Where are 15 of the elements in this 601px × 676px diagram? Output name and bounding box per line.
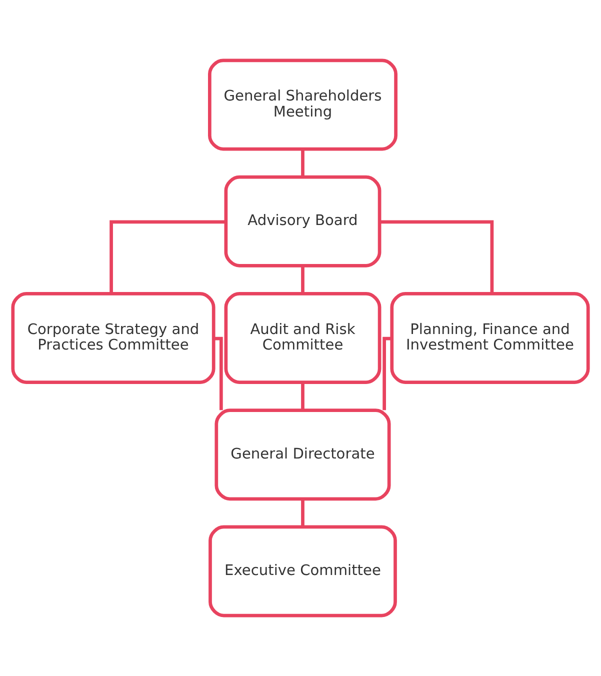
node-box: Audit and Risk Committee bbox=[224, 292, 382, 384]
connector bbox=[380, 220, 494, 294]
node-box: Planning, Finance and Investment Committee bbox=[390, 292, 590, 384]
connector bbox=[301, 149, 304, 178]
node-box: Executive Committee bbox=[208, 525, 397, 618]
node-box: General Directorate bbox=[214, 408, 391, 501]
connector bbox=[301, 499, 304, 527]
node-box: General Shareholders Meeting bbox=[208, 58, 398, 151]
node-box: Corporate Strategy and Practices Committee bbox=[11, 292, 216, 384]
connector bbox=[214, 336, 223, 410]
connector bbox=[301, 266, 304, 294]
connector bbox=[382, 336, 392, 410]
node-box: Advisory Board bbox=[224, 175, 382, 268]
connector bbox=[110, 220, 226, 294]
connector bbox=[301, 382, 304, 410]
